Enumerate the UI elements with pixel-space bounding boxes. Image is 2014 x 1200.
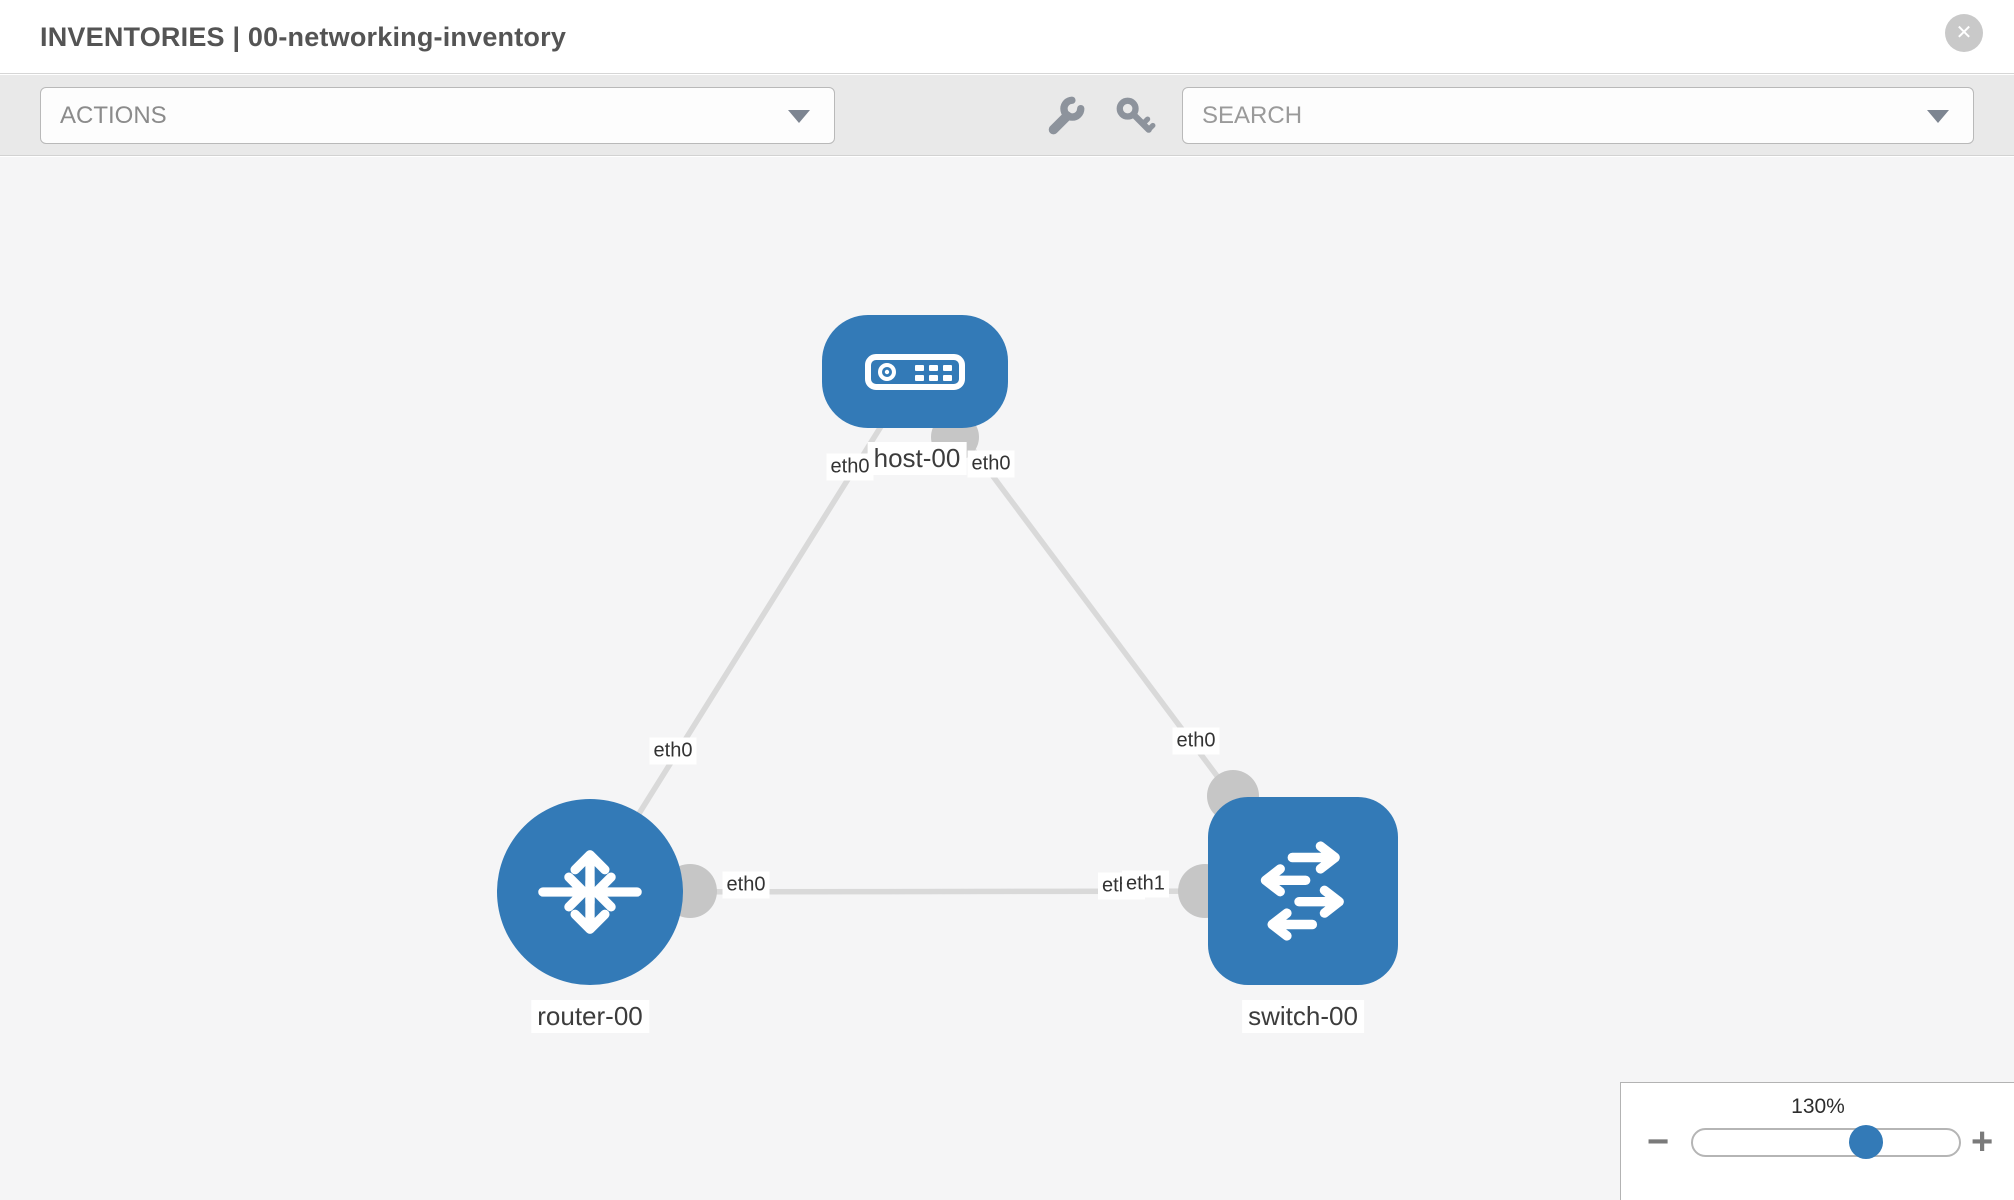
node-label-switch-00: switch-00: [1242, 1000, 1364, 1033]
port-label-eth0-router-right: eth0: [722, 871, 770, 899]
window-header: INVENTORIES | 00-networking-inventory ✕: [0, 0, 2014, 74]
page-title: INVENTORIES | 00-networking-inventory: [40, 21, 567, 52]
chevron-down-icon: [1927, 110, 1949, 123]
node-router-00[interactable]: [497, 799, 683, 985]
close-icon: ✕: [1955, 22, 1973, 44]
toolbar: ACTIONS: [0, 75, 2014, 156]
port-label-eth0-router-top: eth0: [649, 737, 697, 765]
router-icon: [538, 850, 642, 934]
node-label-host-00: host-00: [867, 442, 967, 475]
zoom-in-button[interactable]: +: [1971, 1121, 1994, 1163]
zoom-slider-thumb[interactable]: [1849, 1125, 1883, 1159]
actions-dropdown-label: ACTIONS: [60, 101, 167, 129]
chevron-down-icon: [788, 110, 810, 123]
zoom-slider[interactable]: [1691, 1125, 1961, 1159]
zoom-level: 130%: [1791, 1095, 1845, 1118]
port-label-eth0-host-left: eth0: [826, 453, 874, 481]
node-host-00[interactable]: [822, 315, 1008, 428]
port-label-eth0-host-right: eth0: [967, 450, 1015, 478]
topology-canvas[interactable]: [0, 157, 2014, 1200]
port-markers: [663, 413, 1259, 918]
host-icon: [865, 353, 965, 390]
key-icon[interactable]: [1114, 95, 1156, 137]
node-switch-00[interactable]: [1208, 797, 1398, 985]
search-input[interactable]: [1183, 88, 1913, 143]
switch-icon: [1260, 841, 1344, 941]
search-box[interactable]: [1182, 87, 1974, 144]
zoom-panel: 130% − +: [1620, 1082, 2014, 1200]
port-label-eth0-switch-top: eth0: [1172, 727, 1220, 755]
actions-dropdown[interactable]: ACTIONS: [40, 87, 835, 144]
close-button[interactable]: ✕: [1945, 14, 1983, 52]
port-label-eth1-switch-left: eth1: [1122, 870, 1169, 898]
node-label-router-00: router-00: [531, 1000, 649, 1033]
zoom-out-button[interactable]: −: [1647, 1121, 1670, 1163]
wrench-icon[interactable]: [1044, 95, 1086, 137]
